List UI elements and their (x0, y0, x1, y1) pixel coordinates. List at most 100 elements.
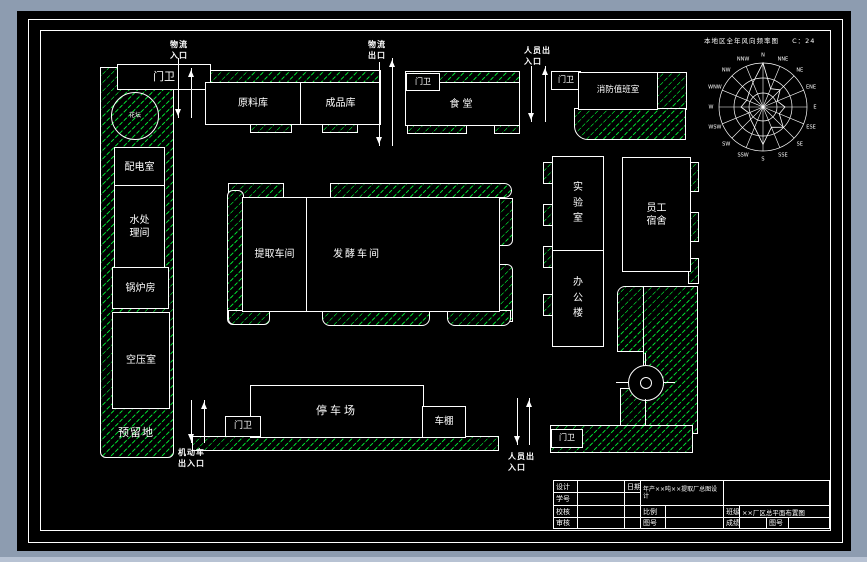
gatehouse-label: 门卫 (153, 69, 175, 83)
svg-text:ESE: ESE (806, 124, 816, 130)
raw-warehouse-label: 原料库 (238, 98, 268, 109)
laboratory: 实验室 (553, 157, 603, 250)
green-block-br-b (643, 286, 698, 434)
main-workshop-building: 提取车间 发酵车间 (242, 197, 500, 312)
tb-id: 学号 (553, 492, 578, 506)
fermentation-workshop: 发酵车间 (306, 198, 499, 311)
ring-road-bottom-mid (322, 310, 430, 326)
arrow-down (528, 66, 534, 122)
arrow-down (514, 398, 520, 445)
roundabout-center (640, 377, 652, 389)
boiler-room-label: 锅炉房 (125, 282, 156, 294)
fire-duty-room-label: 消防值班室 (596, 85, 640, 96)
gatehouse-label: 门卫 (559, 433, 575, 443)
tb-class-label: 班级 (726, 507, 740, 516)
windrose-title: 本地区全年风向频率图 C：24 (704, 35, 815, 45)
tb-project-title-text: 年产××吨××提取厂总图设计 (643, 485, 718, 500)
gatehouse-fire: 门卫 (551, 71, 581, 90)
tb-blank (577, 517, 625, 529)
svg-text:S: S (761, 157, 764, 163)
staff-dormitory: 员工 宿舍 (622, 157, 691, 272)
vehicle-entrance-label: 机动车 出入口 (178, 448, 205, 468)
air-compressor-room: 空压室 (112, 312, 170, 409)
gatehouse-canteen: 门卫 (406, 73, 440, 91)
windrose-title-text: 本地区全年风向频率图 (704, 37, 779, 45)
tb-grade-label: 成绩 (726, 519, 740, 527)
tb-check-label: 校核 (556, 507, 570, 516)
arrow-down (376, 62, 382, 146)
people-entrance-bottom-label: 人员出 入口 (508, 452, 535, 472)
gatehouse-label: 门卫 (558, 75, 574, 85)
water-treatment-room: 水处 理间 (114, 185, 165, 269)
tb-blank (788, 517, 830, 529)
logistics-in-label: 物流 入口 (170, 40, 188, 60)
svg-text:NW: NW (722, 68, 731, 74)
svg-text:N: N (761, 53, 765, 59)
svg-text:W: W (709, 105, 714, 111)
ring-road-bottom-left (228, 310, 270, 325)
arrow-down (188, 400, 194, 443)
carport: 车棚 (422, 406, 466, 438)
inner-border (40, 30, 831, 531)
tb-project-title: 年产××吨××提取厂总图设计 (640, 480, 724, 506)
boiler-room: 锅炉房 (112, 267, 169, 309)
svg-text:WSW: WSW (708, 124, 721, 130)
fire-duty-room: 消防值班室 (578, 72, 658, 110)
gatehouse-top-left: 门卫 (117, 64, 211, 90)
roundabout-spoke (645, 353, 646, 365)
reserved-land-label: 预留地 (118, 426, 154, 439)
tb-blank (624, 517, 641, 529)
arrow-up (542, 66, 548, 122)
tb-review: 审核 (553, 517, 578, 529)
tb-dwg-no-2: 图号 (766, 517, 789, 529)
raw-warehouse: 原料库 (206, 83, 300, 124)
green-block-br-a (617, 286, 645, 352)
people-entrance-top-label: 人员出 入口 (524, 46, 551, 66)
arrow-up (201, 400, 207, 443)
parking-lot: 停车场 (250, 385, 424, 438)
title-block: 设计 日期 学号 年产××吨××提取厂总图设计 校核 比例 班级 ××厂区总平面… (553, 480, 830, 529)
tb-scale-label: 比例 (643, 507, 657, 516)
finished-warehouse-label: 成品库 (325, 98, 356, 109)
extraction-workshop: 提取车间 (243, 198, 306, 311)
svg-text:SW: SW (722, 141, 730, 147)
logistics-out-label: 物流 出口 (368, 40, 386, 60)
office-building: 办公楼 (553, 250, 603, 346)
tb-blank (739, 517, 767, 529)
tb-grade: 成绩 (723, 517, 740, 529)
svg-text:SE: SE (797, 141, 803, 147)
power-room-label: 配电室 (124, 161, 155, 173)
tb-blank (624, 492, 641, 506)
tb-blank (665, 517, 724, 529)
road-bottom-strip (192, 436, 499, 451)
tb-blank (577, 492, 625, 506)
gatehouse-label: 门卫 (233, 420, 252, 431)
arrow-up (526, 398, 532, 445)
office-building-label: 办公楼 (573, 277, 583, 320)
windrose-note: C：24 (792, 37, 816, 45)
tb-date-label: 日期 (627, 482, 641, 491)
road-fire (574, 108, 686, 140)
tb-review-label: 审核 (556, 519, 570, 527)
roundabout-spoke (616, 382, 628, 383)
air-compressor-label: 空压室 (126, 355, 156, 366)
fermentation-workshop-label: 发酵车间 (333, 249, 381, 260)
arrow-down (175, 58, 181, 118)
laboratory-label: 实验室 (573, 182, 583, 225)
arrow-up (389, 58, 395, 146)
tb-dwg-no-label: 图号 (643, 519, 657, 527)
warehouse-building: 原料库 成品库 (205, 82, 381, 125)
canteen-label: 食堂 (449, 98, 476, 110)
arrow-up (188, 68, 194, 118)
lab-office-building: 实验室 办公楼 (552, 156, 604, 347)
finished-warehouse: 成品库 (300, 83, 380, 124)
water-treatment-label: 水处 理间 (129, 215, 150, 239)
tb-dwg-no-2-label: 图号 (769, 519, 783, 527)
outer-border (28, 19, 843, 543)
tb-sheet-name-text: ××厂区总平面布置图 (742, 508, 805, 517)
ring-road-bottom-right (447, 310, 511, 326)
svg-text:NNW: NNW (737, 56, 749, 62)
svg-text:E: E (813, 105, 816, 111)
parking-lot-label: 停车场 (316, 404, 358, 418)
